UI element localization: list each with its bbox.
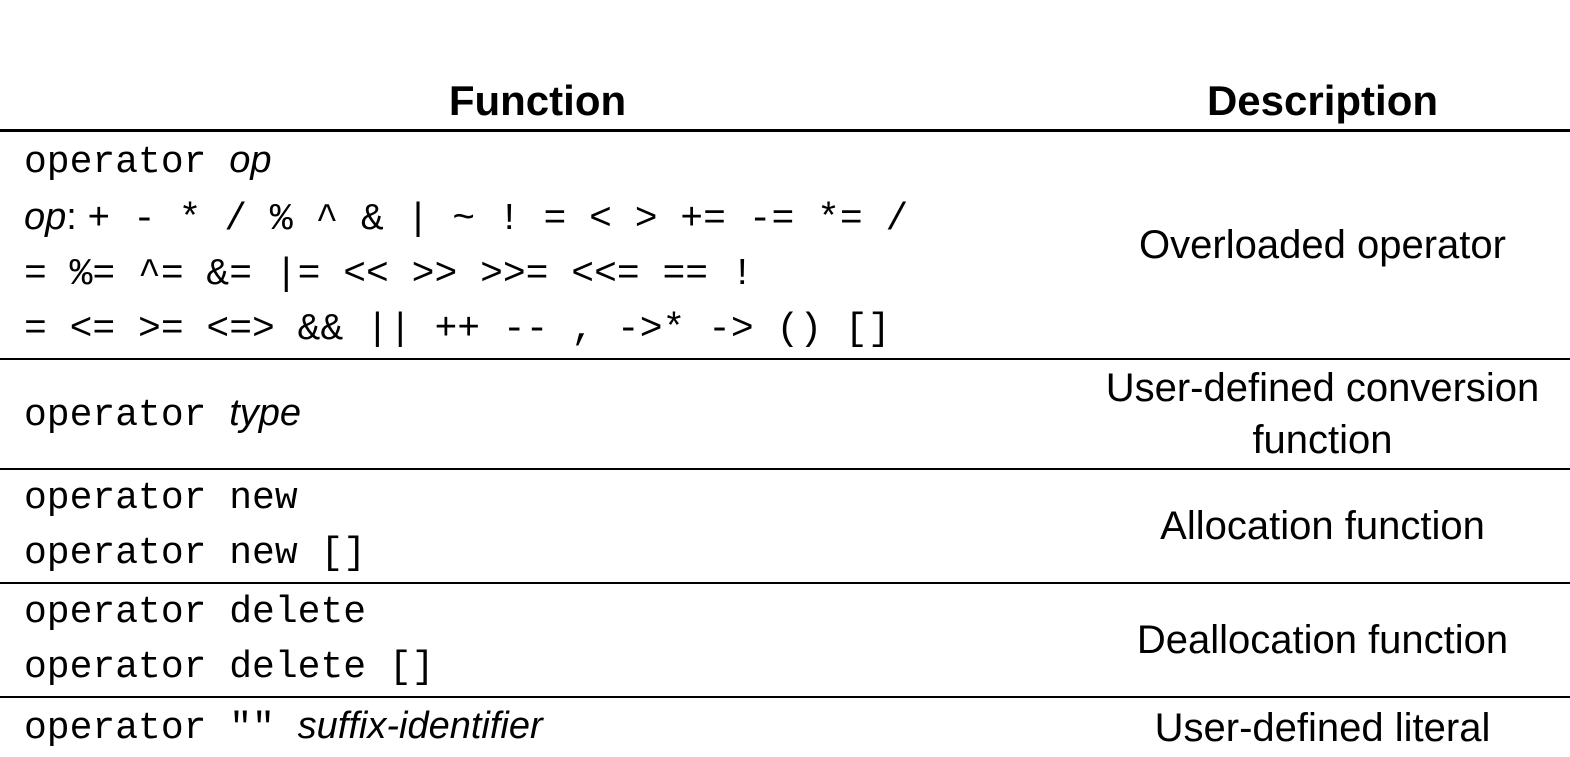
code-text: operator "" <box>24 707 298 750</box>
code-line: = <= >= <=> && || ++ -- , ->* -> () [] <box>24 302 1075 357</box>
description-cell: User-defined conversion function <box>1075 359 1570 469</box>
code-text: + - * / % ^ & | ~ ! = < > += -= *= / <box>87 198 908 241</box>
code-line: operator "" suffix-identifier <box>24 699 1075 756</box>
function-cell: operator delete operator delete [] <box>0 583 1075 697</box>
description-cell: Allocation function <box>1075 469 1570 583</box>
code-text: operator <box>24 141 229 184</box>
table-row: operator new operator new [] Allocation fu… <box>0 469 1570 583</box>
function-cell: operator type <box>0 359 1075 469</box>
code-line: operator type <box>24 386 1075 443</box>
function-column-header: Function <box>0 0 1075 131</box>
code-text: = <= >= <=> && || ++ -- , ->* -> () [] <box>24 308 891 351</box>
syntax-placeholder: suffix-identifier <box>298 705 543 747</box>
code-line: = %= ^= &= |= << >> >>= <<= == ! <box>24 247 1075 302</box>
code-line: operator delete <box>24 585 1075 640</box>
code-text: operator new [] <box>24 532 366 575</box>
table-row: operator delete operator delete [] Dealloc… <box>0 583 1570 697</box>
code-line: operator new [] <box>24 526 1075 581</box>
code-text: operator delete [] <box>24 646 434 689</box>
code-text: operator <box>24 394 229 437</box>
description-cell: Deallocation function <box>1075 583 1570 697</box>
code-line: op: + - * / % ^ & | ~ ! = < > += -= *= / <box>24 190 1075 247</box>
code-line: operator op <box>24 133 1075 190</box>
code-text: operator new <box>24 477 298 520</box>
syntax-placeholder: type <box>229 392 301 434</box>
code-text: = %= ^= &= |= << >> >>= <<= == ! <box>24 253 754 296</box>
header-row: Function Description <box>0 0 1570 131</box>
code-line: operator new <box>24 471 1075 526</box>
syntax-placeholder: op <box>24 196 66 238</box>
syntax-placeholder: op <box>229 139 271 181</box>
function-cell: operator "" suffix-identifier <box>0 697 1075 757</box>
code-line: operator delete [] <box>24 640 1075 695</box>
description-column-header: Description <box>1075 0 1570 131</box>
function-cell: operator new operator new [] <box>0 469 1075 583</box>
description-cell: Overloaded operator <box>1075 131 1570 360</box>
description-cell: User-defined literal <box>1075 697 1570 757</box>
code-text: operator delete <box>24 591 366 634</box>
code-text: : <box>66 196 87 238</box>
